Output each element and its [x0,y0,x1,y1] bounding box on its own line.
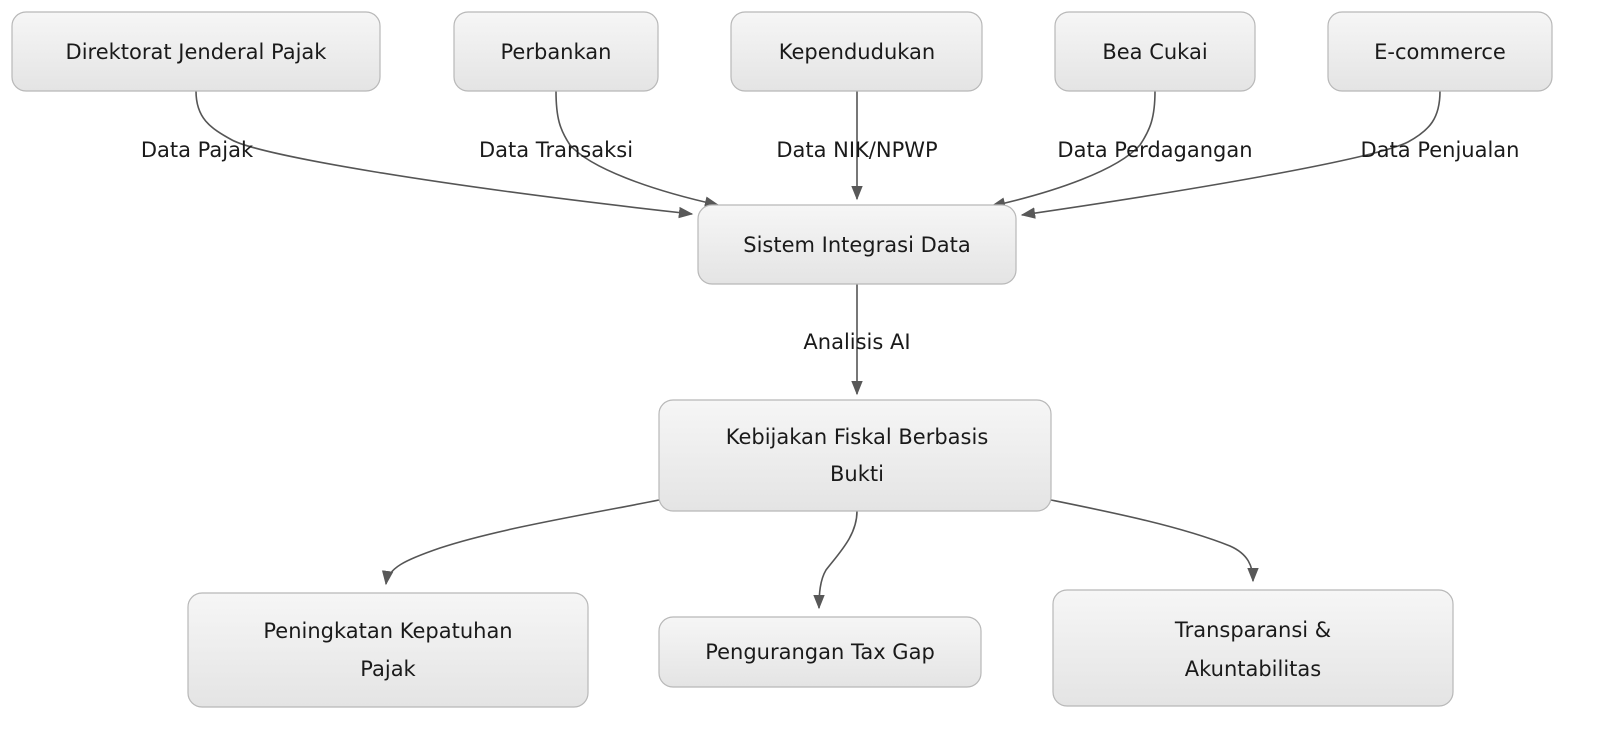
edge-kebijakan-to-transparansi [1050,499,1259,583]
node-box-beacukai[interactable] [1054,11,1256,92]
node-box-perbankan[interactable] [453,11,659,92]
node-label-kebijakan-line1: Kebijakan Fiskal Berbasis [726,425,989,449]
edge-label-data-nik-npwp: Data NIK/NPWP [776,138,937,162]
node-bea-cukai[interactable]: Bea Cukai [1054,11,1256,92]
node-label-kepatuhan-line1: Peningkatan Kepatuhan [263,619,512,643]
edge-label-data-perdagangan: Data Perdagangan [1057,138,1252,162]
node-box-kepatuhan[interactable] [187,592,589,708]
node-label-kebijakan-line2: Bukti [830,462,884,486]
node-label-taxgap: Pengurangan Tax Gap [705,640,935,664]
edge-beacukai-to-sid [990,90,1156,209]
node-e-commerce[interactable]: E-commerce [1327,11,1553,92]
node-kebijakan-fiskal-berbasis-bukti[interactable]: Kebijakan Fiskal Berbasis Bukti [658,399,1052,512]
node-box-djp[interactable] [11,11,381,92]
node-label-sid: Sistem Integrasi Data [743,233,970,257]
node-label-beacukai: Bea Cukai [1102,40,1207,64]
node-box-sid[interactable] [697,204,1017,285]
node-transparansi-akuntabilitas[interactable]: Transparansi & Akuntabilitas [1052,589,1454,707]
node-direktorat-jenderal-pajak[interactable]: Direktorat Jenderal Pajak [11,11,381,92]
edge-label-analisis-ai: Analisis AI [803,330,910,354]
node-perbankan[interactable]: Perbankan [453,11,659,92]
edge-kebijakan-to-kepatuhan [381,499,660,586]
edge-perbankan-to-sid [555,90,720,208]
node-box-kebijakan[interactable] [658,399,1052,512]
node-label-ecommerce: E-commerce [1374,40,1506,64]
node-kependudukan[interactable]: Kependudukan [730,11,983,92]
node-pengurangan-tax-gap[interactable]: Pengurangan Tax Gap [658,616,982,688]
edge-djp-to-sid [195,90,694,219]
node-box-transparansi[interactable] [1052,589,1454,707]
node-box-ecommerce[interactable] [1327,11,1553,92]
node-box-taxgap[interactable] [658,616,982,688]
node-sistem-integrasi-data[interactable]: Sistem Integrasi Data [697,204,1017,285]
edge-kebijakan-to-taxgap [813,510,858,610]
edge-ecommerce-to-sid [1020,90,1441,219]
edge-labels-layer: Data Pajak Data Transaksi Data NIK/NPWP … [141,138,1520,354]
node-label-transparansi-line2: Akuntabilitas [1185,657,1321,681]
node-label-perbankan: Perbankan [501,40,612,64]
nodes-layer: Direktorat Jenderal Pajak Perbankan Kepe… [11,11,1553,708]
node-label-kepatuhan-line2: Pajak [360,657,416,681]
edge-label-data-transaksi: Data Transaksi [479,138,633,162]
node-peningkatan-kepatuhan-pajak[interactable]: Peningkatan Kepatuhan Pajak [187,592,589,708]
node-label-transparansi-line1: Transparansi & [1174,618,1331,642]
node-label-djp: Direktorat Jenderal Pajak [66,40,328,64]
edge-label-data-penjualan: Data Penjualan [1361,138,1520,162]
node-box-kependudukan[interactable] [730,11,983,92]
edge-label-data-pajak: Data Pajak [141,138,254,162]
node-label-kependudukan: Kependudukan [779,40,935,64]
edges-layer [195,90,1441,610]
